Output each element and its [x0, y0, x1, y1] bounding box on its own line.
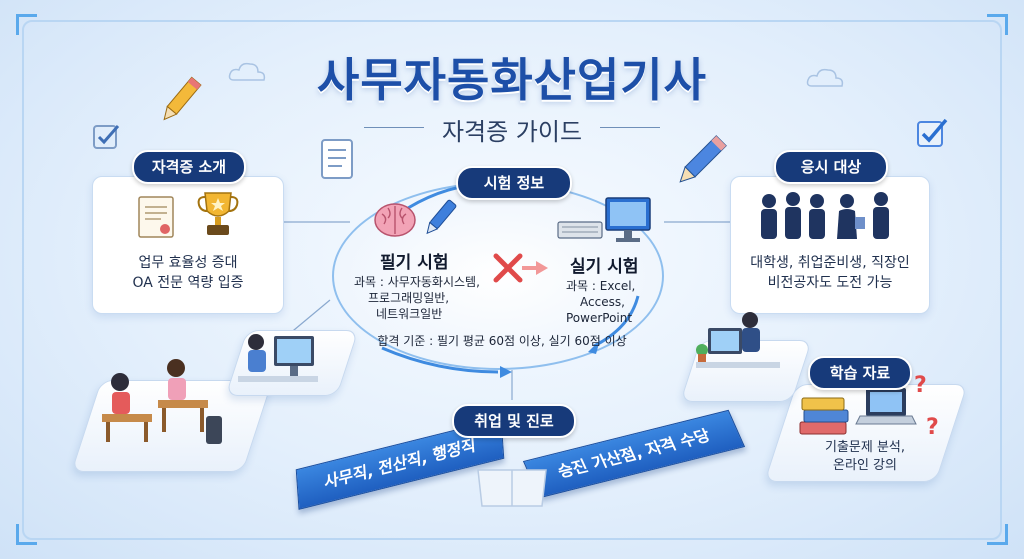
written-exam-line: 네트워크일반 [376, 307, 443, 321]
materials-line: 기출문제 분석, [824, 440, 906, 455]
frame-corner [987, 14, 1008, 35]
certificate-icon [138, 196, 174, 238]
materials-line: 온라인 강의 [833, 458, 897, 473]
document-icon [321, 139, 353, 179]
checkbox-icon [93, 125, 120, 149]
written-exam-title: 필기 시험 [380, 253, 449, 273]
diagram-frame [22, 20, 1002, 540]
practical-exam-line: 과목 : Excel, [566, 279, 636, 293]
subtitle-group: 자격증 가이드 [364, 112, 660, 146]
road-junction [477, 469, 547, 507]
svg-text:?: ? [914, 373, 927, 398]
laptop-icon [855, 388, 917, 425]
practical-exam-line: Access, [580, 295, 625, 309]
practical-exam-line: PowerPoint [566, 311, 633, 325]
question-icon: ? ? [914, 373, 939, 440]
frame-corner [16, 524, 37, 545]
cloud-icon [806, 68, 844, 87]
intro-card: 업무 효율성 증대 OA 전문 역량 입증 [92, 176, 284, 314]
students-icon [102, 359, 222, 444]
pencil-icon [163, 76, 202, 121]
intro-label: 자격증 소개 [132, 150, 246, 184]
written-exam-line: 과목 : 사무자동화시스템, [354, 275, 480, 289]
pass-criteria: 합격 기준 : 필기 평균 60점 이상, 실기 60점 이상 [377, 334, 627, 348]
target-label: 응시 대상 [774, 150, 888, 184]
brain-icon [374, 203, 416, 237]
target-line: 대학생, 취업준비생, 직장인 [750, 255, 910, 271]
checkbox-icon [917, 118, 948, 147]
trophy-icon [197, 192, 239, 235]
computer-icon [557, 197, 651, 242]
frame-corner [16, 14, 37, 35]
books-icon [799, 397, 849, 435]
materials-label: 학습 자료 [808, 356, 912, 390]
subtitle-rule [364, 127, 424, 128]
office-worker-icon [696, 312, 780, 368]
pen-icon [426, 199, 457, 235]
career-label: 취업 및 진로 [452, 404, 576, 438]
intro-line: OA 전문 역량 입증 [132, 275, 244, 291]
subtitle-rule [600, 127, 660, 128]
svg-text:?: ? [926, 415, 939, 440]
subtitle: 자격증 가이드 [441, 118, 583, 146]
office-worker-icon [238, 334, 318, 382]
intro-line: 업무 효율성 증대 [138, 255, 238, 271]
cloud-icon [228, 62, 266, 81]
written-exam-line: 프로그래밍일반, [368, 291, 450, 305]
target-card: 대학생, 취업준비생, 직장인 비전공자도 도전 가능 [730, 176, 930, 314]
cross-arrow-icon [493, 253, 548, 283]
target-line: 비전공자도 도전 가능 [767, 275, 893, 291]
pencil-icon [679, 135, 727, 183]
frame-corner [987, 524, 1008, 545]
page-title: 사무자동화산업기사 [317, 53, 707, 107]
people-icon [761, 192, 889, 239]
practical-exam-title: 실기 시험 [570, 257, 639, 277]
exam-info-label: 시험 정보 [456, 166, 572, 200]
